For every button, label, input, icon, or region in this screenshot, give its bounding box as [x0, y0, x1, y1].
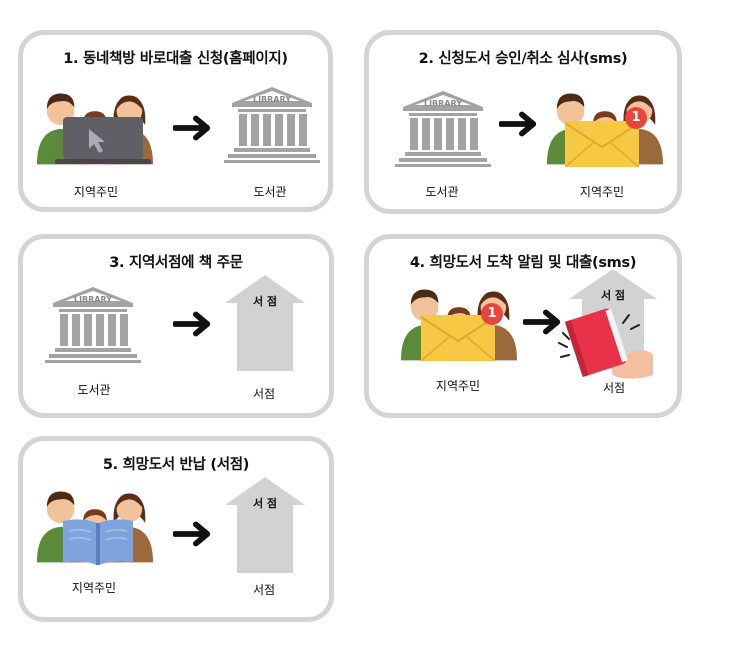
step-5-left-label: 지역주민 — [71, 581, 117, 595]
step-5-title: 5. 희망도서 반납 (서점) — [102, 457, 250, 473]
step-4-card: 4. 희망도서 도착 알림 및 대출(sms) 1 서 점 지역주민 서점 — [364, 234, 682, 418]
badge-count: 1 — [631, 110, 641, 125]
envelope-icon — [565, 121, 639, 167]
step-2-title: 2. 신청도서 승인/취소 심사(sms) — [418, 51, 628, 67]
bookstore-icon: 서 점 — [225, 477, 305, 573]
step-2-right-label: 지역주민 — [579, 185, 625, 199]
laptop-icon — [55, 117, 155, 165]
step-2-card: 2. 신청도서 승인/취소 심사(sms) LIBRARY 1 도서관 지역주민 — [364, 30, 682, 214]
step-5-right-label: 서점 — [252, 583, 276, 597]
step-5-card: 5. 희망도서 반납 (서점) 서 점 지역주민 서점 — [18, 436, 334, 622]
arrow-icon — [173, 115, 213, 141]
bookstore-sign-text: 서 점 — [252, 497, 278, 510]
step-3-right-label: 서점 — [252, 387, 276, 401]
arrow-icon — [173, 521, 213, 547]
library-icon: LIBRARY — [45, 285, 141, 363]
library-sign-text: LIBRARY — [73, 295, 113, 304]
bookstore-icon: 서 점 — [225, 275, 305, 371]
badge-count: 1 — [487, 306, 497, 321]
book-in-hand-icon — [557, 305, 657, 381]
step-1-title: 1. 동네책방 바로대출 신청(홈페이지) — [63, 51, 288, 67]
step-1-card: 1. 동네책방 바로대출 신청(홈페이지) LIBRARY 지역주민 도서관 — [18, 30, 333, 212]
open-book-icon — [63, 517, 133, 565]
step-2-left-label: 도서관 — [425, 185, 459, 199]
arrow-icon — [499, 111, 539, 137]
step-3-title: 3. 지역서점에 책 주문 — [109, 255, 243, 271]
library-sign-text: LIBRARY — [423, 99, 463, 108]
step-4-title: 4. 희망도서 도착 알림 및 대출(sms) — [409, 255, 637, 271]
notification-badge: 1 — [625, 107, 647, 129]
step-1-right-label: 도서관 — [253, 185, 287, 199]
step-4-left-label: 지역주민 — [435, 379, 481, 393]
notification-badge: 1 — [481, 303, 503, 325]
step-4-right-label: 서점 — [602, 381, 626, 395]
library-icon: LIBRARY — [395, 89, 491, 167]
arrow-icon — [173, 311, 213, 337]
library-icon: LIBRARY — [224, 85, 320, 163]
bookstore-sign-text: 서 점 — [600, 289, 626, 302]
step-1-left-label: 지역주민 — [73, 185, 119, 199]
step-3-left-label: 도서관 — [77, 383, 111, 397]
step-3-card: 3. 지역서점에 책 주문 LIBRARY 서 점 도서관 서점 — [18, 234, 334, 418]
library-sign-text: LIBRARY — [252, 95, 292, 104]
bookstore-sign-text: 서 점 — [252, 295, 278, 308]
